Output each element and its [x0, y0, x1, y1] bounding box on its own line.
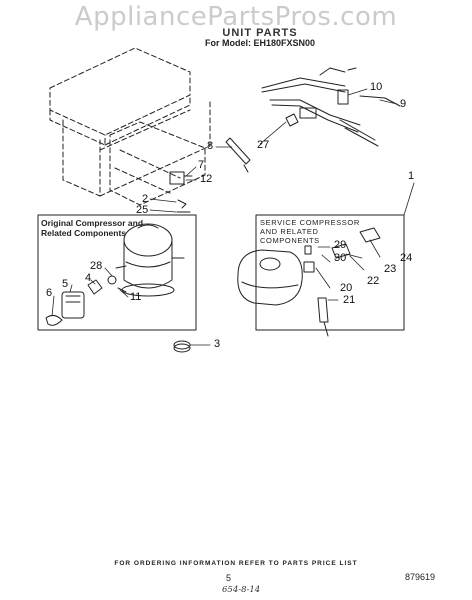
document-number: 879619 — [405, 572, 436, 582]
handwritten-note: 654-8-14 — [222, 585, 261, 595]
callout-24: 24 — [400, 252, 413, 264]
callout-3: 3 — [214, 338, 221, 350]
callout-22: 22 — [367, 275, 380, 287]
thermostat-probe — [225, 137, 251, 165]
callout-8: 8 — [207, 140, 214, 152]
service-group-label: SERVICE COMPRESSOR AND RELATED COMPONENT… — [260, 218, 360, 245]
callout-20: 20 — [340, 282, 353, 294]
service-group-box — [255, 214, 405, 331]
callout-9: 9 — [400, 98, 407, 110]
callout-25: 25 — [136, 204, 149, 216]
page-title: UNIT PARTS — [222, 27, 298, 39]
callout-12: 12 — [200, 173, 213, 185]
callout-27: 27 — [257, 139, 270, 151]
callout-6: 6 — [46, 287, 53, 299]
callout-7: 7 — [198, 159, 205, 171]
cabinet-outline — [49, 47, 211, 206]
callout-2: 2 — [142, 193, 149, 205]
callout-23: 23 — [384, 263, 397, 275]
callout-28: 28 — [90, 260, 103, 272]
callout-10: 10 — [370, 81, 383, 93]
callout-4: 4 — [85, 272, 92, 284]
callout-29: 29 — [334, 239, 347, 251]
callout-1: 1 — [408, 170, 415, 182]
callout-30: 30 — [334, 252, 347, 264]
service-compressor — [237, 249, 303, 306]
callout-5: 5 — [62, 278, 69, 290]
ordering-note: FOR ORDERING INFORMATION REFER TO PARTS … — [114, 560, 358, 567]
service-parts — [303, 227, 381, 337]
callout-11: 11 — [130, 291, 142, 303]
page-number: 5 — [226, 573, 232, 583]
original-compressor — [115, 223, 185, 297]
relay-box — [169, 171, 185, 185]
original-group-box — [37, 214, 197, 331]
callout-21: 21 — [343, 294, 356, 306]
model-number: For Model: EH180FXSN00 — [204, 38, 316, 48]
leader-lines — [51, 88, 415, 346]
original-group-label: Original Compressor and Related Componen… — [41, 218, 144, 238]
wire-harness — [261, 67, 401, 147]
